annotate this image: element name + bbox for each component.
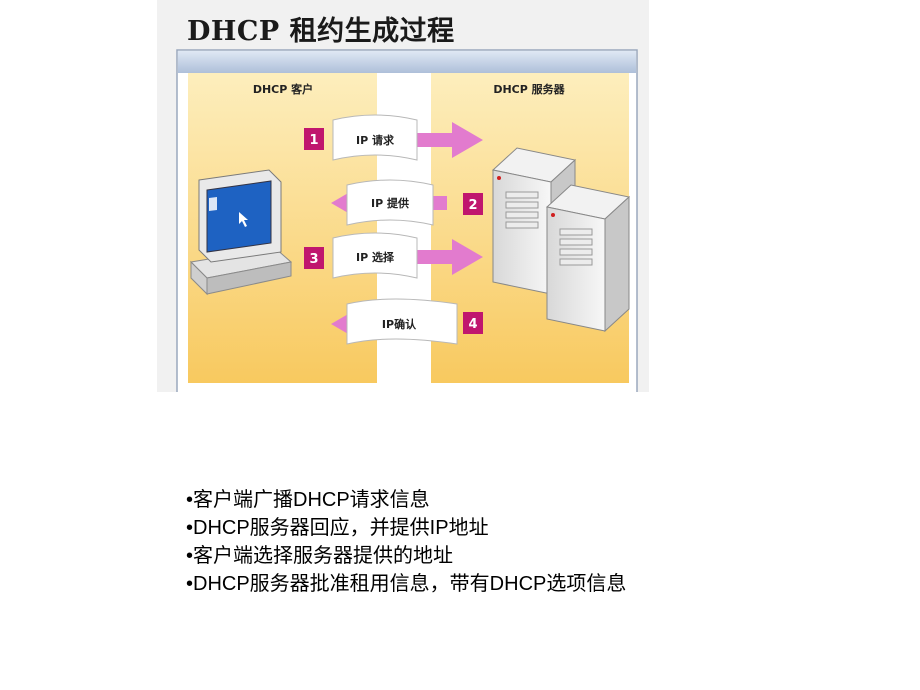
- step-1-label: IP 请求: [356, 133, 395, 147]
- cursor-icon: [239, 212, 248, 227]
- step-4-number: 4: [468, 317, 477, 332]
- server-icon: [491, 147, 631, 333]
- step-4-banner: [346, 298, 458, 345]
- server-2-drive: [559, 248, 593, 256]
- bullet-item: DHCP服务器回应，并提供IP地址: [186, 514, 626, 542]
- step-1-arrow: [367, 122, 483, 158]
- bullet-item: 客户端选择服务器提供的地址: [186, 542, 626, 570]
- step-1: IP 请求 1: [304, 114, 483, 161]
- client-label: DHCP 客户: [253, 82, 313, 96]
- step-3-banner: [332, 232, 418, 279]
- server-1-led: [497, 176, 501, 180]
- bullet-list: 客户端广播DHCP请求信息 DHCP服务器回应，并提供IP地址 客户端选择服务器…: [186, 486, 626, 598]
- dhcp-diagram: DHCP 客户 DHCP 服务器 IP 请求 1 IP 提供 2 IP 选择 3: [176, 49, 638, 392]
- step-2-number: 2: [468, 198, 477, 213]
- server-2-led: [551, 213, 555, 217]
- step-2-badge: [463, 193, 483, 215]
- step-3-badge: [304, 247, 324, 269]
- server-1-drive: [505, 221, 539, 229]
- step-2-banner: [346, 179, 434, 226]
- step-1-badge: [304, 128, 324, 150]
- step-4-badge: [463, 312, 483, 334]
- server-2-drive: [559, 238, 593, 246]
- header-bar: [178, 51, 636, 73]
- computer-base-side: [190, 260, 208, 296]
- server-1-drive: [505, 191, 539, 199]
- figure-title: DHCP 租约生成过程: [187, 16, 455, 47]
- step-1-banner: [332, 114, 418, 161]
- step-4: IP确认 4: [331, 298, 483, 345]
- bullet-item: DHCP服务器批准租用信息，带有DHCP选项信息: [186, 570, 626, 598]
- server-1-drive: [505, 211, 539, 219]
- server-label: DHCP 服务器: [493, 82, 565, 96]
- server-1-front: [492, 169, 552, 295]
- computer-icon: [189, 169, 293, 296]
- dhcp-lease-figure: DHCP 客户 DHCP 服务器 IP 请求 1 IP 提供 2 IP 选择 3: [157, 0, 649, 392]
- step-1-number: 1: [309, 133, 318, 148]
- step-3: IP 选择 3: [304, 232, 483, 279]
- server-2-front: [546, 206, 606, 332]
- server-2-drive: [559, 228, 593, 236]
- bullet-item: 客户端广播DHCP请求信息: [186, 486, 626, 514]
- server-2-side: [604, 195, 630, 333]
- step-3-number: 3: [309, 252, 318, 267]
- step-2: IP 提供 2: [331, 179, 483, 226]
- step-3-arrow: [367, 239, 483, 275]
- computer-screen-window: [209, 197, 217, 211]
- step-3-label: IP 选择: [356, 250, 395, 264]
- server-2-drive: [559, 258, 593, 266]
- step-4-label: IP确认: [382, 317, 417, 331]
- server-1-drive: [505, 201, 539, 209]
- step-2-label: IP 提供: [371, 196, 409, 210]
